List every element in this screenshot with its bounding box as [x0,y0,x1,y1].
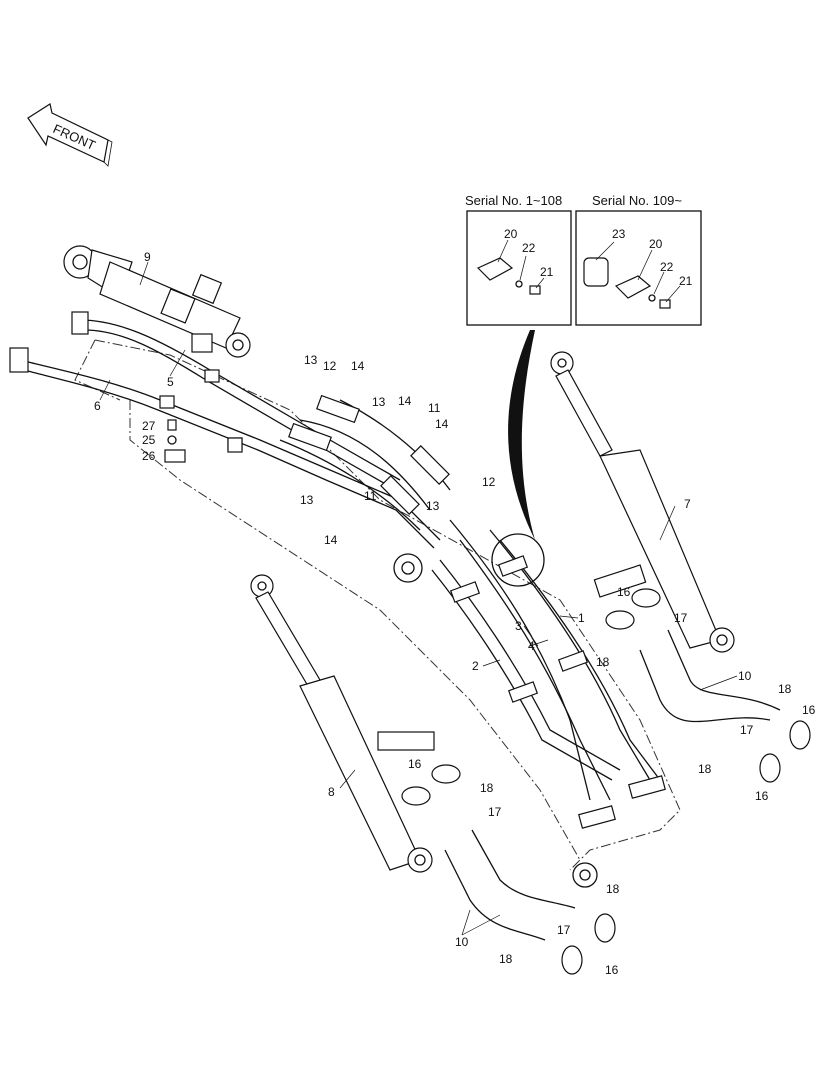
callout-17-b: 17 [740,723,754,737]
callout-16-d: 16 [408,757,422,771]
hose-bundles [279,394,451,531]
arm-cylinder [550,351,735,653]
callout-16-c: 16 [755,789,769,803]
callout-labels: 1 2 3 4 5 6 7 8 9 10 10 11 11 12 12 13 1… [94,250,816,977]
inset-left-part-21: 21 [540,265,554,279]
callout-13-d: 13 [300,493,314,507]
callout-10-lower: 10 [455,935,469,949]
boom-outline [74,339,681,888]
callout-12-upper: 12 [323,359,337,373]
callout-18-d: 18 [480,781,494,795]
callout-14-b: 14 [398,394,412,408]
callout-18-c: 18 [698,762,712,776]
inset-left-part-22: 22 [522,241,536,255]
inset-right-part-22: 22 [660,260,674,274]
callout-26: 26 [142,449,156,463]
inset-left-part-20: 20 [504,227,518,241]
inset-right-part-21: 21 [679,274,693,288]
callout-9: 9 [144,250,151,264]
bucket-cylinder [250,574,433,873]
main-pipes [431,519,666,829]
clamp-hardware [164,419,243,463]
boom-cylinder [63,245,251,358]
callout-5: 5 [167,375,174,389]
inset-right-title: Serial No. 109~ [592,193,682,208]
callout-16-e: 16 [605,963,619,977]
callout-14-d: 14 [324,533,338,547]
callout-14-c: 14 [435,417,449,431]
inset-right-part-20: 20 [649,237,663,251]
inset-serial-109: Serial No. 109~ 23 20 22 21 [575,193,702,326]
callout-14-a: 14 [351,359,365,373]
callout-1: 1 [578,611,585,625]
callout-16-b: 16 [802,703,816,717]
callout-7: 7 [684,497,691,511]
inset-pointer [508,330,535,540]
callout-8: 8 [328,785,335,799]
callout-16-a: 16 [617,585,631,599]
inset-serial-1-108: Serial No. 1~108 20 22 21 [465,193,572,326]
boom-pipes [9,311,441,549]
inset-left-title: Serial No. 1~108 [465,193,562,208]
callout-13-a: 13 [304,353,318,367]
hose-set-lower [377,731,616,975]
callout-17-c: 17 [488,805,502,819]
hose-set-right [593,564,811,783]
callout-6: 6 [94,399,101,413]
callout-27: 27 [142,419,156,433]
callout-3: 3 [515,619,522,633]
leader-lines [99,261,738,936]
inset-right-part-23: 23 [612,227,626,241]
callout-13-b: 13 [372,395,386,409]
front-direction-arrow: FRONT [27,103,113,167]
callout-18-f: 18 [499,952,513,966]
callout-25: 25 [142,433,156,447]
callout-10-right: 10 [738,669,752,683]
callout-11-upper: 11 [428,401,441,415]
callout-17-d: 17 [557,923,571,937]
callout-18-b: 18 [778,682,792,696]
callout-2: 2 [472,659,479,673]
callout-12-lower: 12 [482,475,496,489]
callout-18-e: 18 [606,882,620,896]
callout-18-a: 18 [596,655,610,669]
callout-13-c: 13 [426,499,440,513]
callout-17-a: 17 [674,611,688,625]
callout-11-lower: 11 [364,489,377,503]
callout-4: 4 [528,639,535,653]
